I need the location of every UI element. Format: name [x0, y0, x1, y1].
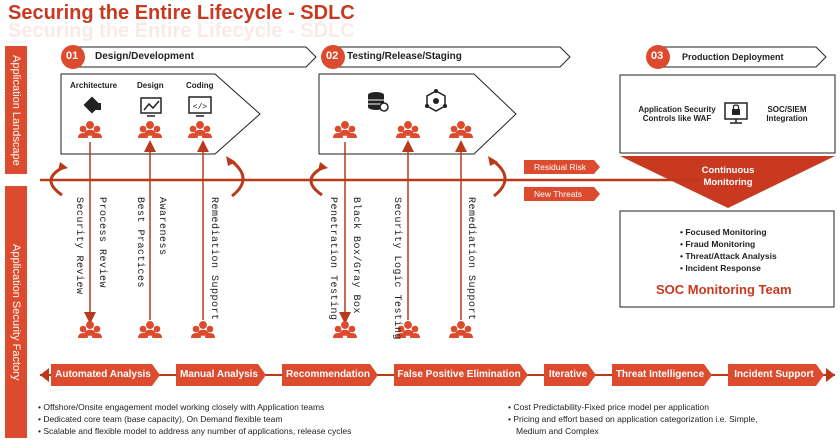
service-box-5 — [544, 364, 596, 386]
bullet-left-1: • Offshore/Onsite engagement model worki… — [38, 402, 325, 412]
side-label-landscape: Application Landscape — [5, 46, 27, 174]
label-remediation-support-1: Remediation Support — [208, 197, 219, 321]
coding-icon: </> — [188, 96, 212, 117]
svg-text:</>: </> — [193, 103, 208, 112]
service-false-positive: False Positive Elimination — [397, 369, 521, 380]
label-security-review: Security Review — [73, 197, 84, 295]
phase-header-3 — [646, 45, 827, 69]
service-box-6 — [612, 364, 712, 386]
soc-item: • Focused Monitoring — [680, 227, 767, 237]
soc-item: • Threat/Attack Analysis — [680, 251, 777, 261]
service-box-7 — [728, 364, 824, 386]
security-monitor-icon — [724, 102, 748, 124]
soc-item: • Incident Response — [680, 263, 761, 273]
production-controls: Application Security Controls like WAF — [638, 105, 716, 123]
title-reflection: Securing the Entire Lifecycle - SDLC — [8, 20, 355, 42]
service-iterative: Iterative — [548, 369, 588, 380]
label-best-practices: Best Practices — [134, 197, 145, 289]
phase-header-2 — [321, 45, 571, 69]
item-coding: Coding — [186, 81, 214, 90]
label-process-review: Process Review — [96, 197, 107, 289]
service-threat-intelligence: Threat Intelligence — [615, 369, 705, 380]
label-remediation-support-2: Remediation Support — [465, 197, 476, 321]
service-box-4 — [394, 364, 528, 386]
network-hub-icon — [425, 89, 447, 112]
new-threats-label: New Threats — [534, 189, 583, 199]
page-title: Securing the Entire Lifecycle - SDLC — [8, 2, 355, 24]
loop-arrow-3 — [309, 166, 323, 197]
bullet-left-2: • Dedicated core team (base capacity), O… — [38, 414, 283, 424]
phase-label-2: Testing/Release/Staging — [347, 51, 462, 62]
service-box-2 — [176, 364, 266, 386]
soc-item: • Fraud Monitoring — [680, 239, 756, 249]
continuous-monitoring: Continuous Monitoring — [701, 165, 755, 188]
bullet-right-1: • Cost Predictability-Fixed price model … — [508, 402, 709, 412]
service-box-3 — [282, 364, 378, 386]
item-architecture: Architecture — [70, 81, 118, 90]
bullet-left-3: • Scalable and flexible model to address… — [38, 426, 352, 436]
service-incident-support: Incident Support — [734, 369, 814, 380]
monitoring-funnel — [620, 156, 835, 208]
label-penetration-testing: Penetration Testing — [327, 197, 338, 321]
label-black-gray-box: Black Box/Gray Box — [350, 197, 361, 315]
loop-arrow-2 — [229, 158, 245, 198]
phase-number-3: 03 — [651, 50, 664, 62]
soc-team-title: SOC Monitoring Team — [656, 282, 792, 297]
loop-arrow-1 — [49, 166, 63, 197]
service-manual-analysis: Manual Analysis — [180, 369, 258, 380]
bullet-right-3: Medium and Complex — [516, 426, 599, 436]
residual-risk-tag — [524, 160, 600, 174]
service-automated-analysis: Automated Analysis — [55, 369, 151, 380]
phase-label-1: Design/Development — [95, 51, 194, 62]
production-siem: SOC/SIEM Integration — [766, 105, 808, 123]
loop-arrow-4 — [491, 158, 507, 198]
phase-number-2: 02 — [326, 50, 339, 62]
database-search-icon — [368, 92, 389, 112]
soc-box — [619, 210, 835, 308]
service-box-1 — [51, 364, 160, 386]
side-label-factory: Application Security Factory — [5, 186, 27, 438]
phase2-box — [318, 73, 517, 155]
service-recommendation: Recommendation — [286, 369, 370, 380]
soc-list: • Focused Monitoring • Fraud Monitoring … — [680, 226, 777, 274]
design-icon — [140, 97, 162, 117]
production-box — [619, 74, 836, 154]
residual-risk-label: Residual Risk — [534, 162, 586, 172]
phase-label-3: Production Deployment — [682, 52, 784, 62]
new-threats-tag — [524, 187, 600, 201]
bullet-right-2: • Pricing and effort based on applicatio… — [508, 414, 758, 424]
architecture-icon — [83, 96, 101, 114]
phase-number-1: 01 — [66, 50, 79, 62]
label-awareness: Awareness — [156, 197, 167, 256]
item-design: Design — [137, 81, 164, 90]
label-security-logic-testing: Security Logic Testing — [391, 197, 402, 341]
phase-header-1 — [61, 45, 317, 69]
